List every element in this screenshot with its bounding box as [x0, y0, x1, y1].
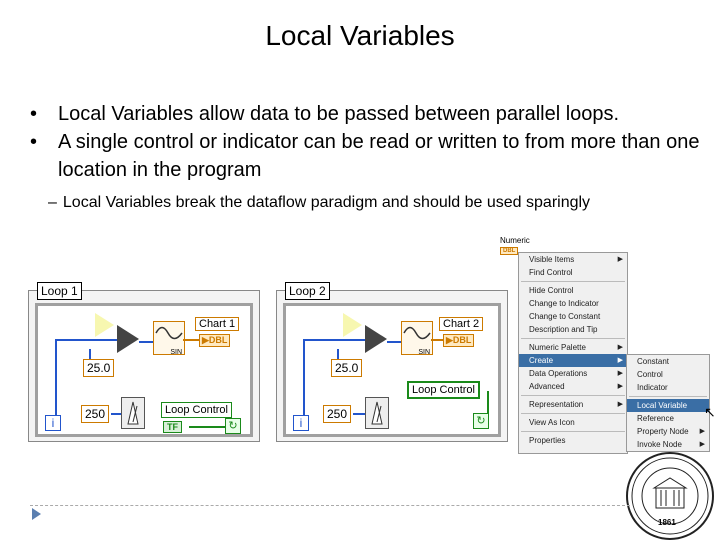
menu-item-description[interactable]: Description and Tip — [529, 325, 598, 334]
wait-constant: 250 — [323, 405, 352, 423]
chart-2-terminal: ▶DBL — [443, 334, 475, 347]
bullet-item: Local Variables allow data to be passed … — [30, 100, 700, 128]
numeric-constant: 25.0 — [331, 359, 363, 377]
sine-wave-icon — [403, 326, 431, 340]
menu-item-change-to-constant[interactable]: Change to Constant — [529, 312, 601, 321]
divide-node — [343, 313, 387, 353]
next-slide-arrow-icon[interactable] — [32, 508, 41, 520]
wire — [487, 391, 489, 421]
block-diagram-2: Loop 2 SIN Chart 2 ▶DBL 25.0 i 250 Loop … — [276, 282, 508, 442]
submenu-item-indicator[interactable]: Indicator — [637, 383, 668, 392]
menu-item-visible-items[interactable]: Visible Items▶ — [529, 255, 623, 264]
menu-item-hide-control[interactable]: Hide Control — [529, 286, 574, 295]
mouse-cursor-icon: ↖ — [704, 404, 716, 420]
dbl-type: DBL — [208, 335, 228, 345]
chart-2-label: Chart 2 — [439, 317, 484, 331]
loop-control-local-variable: Loop Control — [407, 381, 480, 399]
wire — [337, 349, 339, 367]
wire — [303, 339, 373, 341]
seal-icon — [631, 457, 709, 535]
menu-item-representation[interactable]: Representation▶ — [529, 400, 623, 409]
submenu-item-reference[interactable]: Reference — [637, 414, 674, 423]
chart-1-label: Chart 1 — [195, 317, 240, 331]
menu-item-change-to-indicator[interactable]: Change to Indicator — [529, 299, 599, 308]
numeric-terminal-type: DBL — [500, 247, 519, 255]
sub-bullet-dash: – — [48, 194, 57, 211]
menu-item-advanced[interactable]: Advanced▶ — [529, 382, 623, 391]
footer-divider — [30, 505, 630, 507]
sub-bullet-text: Local Variables break the dataflow parad… — [62, 194, 591, 211]
wire — [55, 339, 125, 341]
loop-control-label: Loop Control — [161, 402, 232, 418]
submenu-item-constant[interactable]: Constant — [637, 357, 670, 366]
block-diagram-1: Loop 1 SIN Chart 1 ▶DBL 25.0 i 250 Loop … — [28, 282, 260, 442]
submenu-item-control[interactable]: Control — [637, 370, 663, 379]
context-menu: Visible Items▶ Find Control Hide Control… — [518, 252, 628, 454]
wire — [303, 339, 305, 419]
wire — [431, 339, 443, 341]
sin-label: SIN — [170, 349, 182, 356]
wait-constant: 250 — [81, 405, 110, 423]
submenu-item-local-variable[interactable]: Local Variable — [627, 399, 709, 412]
chart-1-terminal: ▶DBL — [199, 334, 231, 347]
sine-wave-icon — [155, 326, 183, 340]
menu-item-numeric-palette[interactable]: Numeric Palette▶ — [529, 343, 623, 352]
wire — [55, 339, 57, 419]
bullet-item: A single control or indicator can be rea… — [30, 128, 700, 184]
metronome-icon — [365, 397, 389, 429]
wire — [89, 349, 91, 367]
wire — [353, 413, 365, 415]
numeric-terminal-label: Numeric — [500, 236, 530, 245]
iteration-terminal: i — [293, 415, 309, 431]
dbl-type: DBL — [452, 335, 472, 345]
metronome-icon — [121, 397, 145, 429]
numeric-terminal: Numeric DBL — [500, 236, 530, 255]
submenu-item-invoke-node[interactable]: Invoke Node▶ — [637, 440, 705, 449]
create-submenu: Constant Control Indicator Local Variabl… — [626, 354, 710, 452]
wire — [189, 426, 225, 428]
loop-1-label: Loop 1 — [37, 282, 82, 300]
bullet-list: Local Variables allow data to be passed … — [30, 100, 700, 216]
wire — [387, 341, 401, 343]
slide-title: Local Variables — [265, 20, 455, 51]
loop-2-label: Loop 2 — [285, 282, 330, 300]
sine-generator: SIN — [401, 321, 433, 356]
wire — [183, 339, 199, 341]
university-seal: 1861 — [626, 452, 714, 540]
iteration-terminal: i — [45, 415, 61, 431]
submenu-item-property-node[interactable]: Property Node▶ — [637, 427, 705, 436]
menu-item-view-as-icon[interactable]: View As Icon — [529, 418, 575, 427]
wire — [139, 341, 153, 343]
menu-item-data-operations[interactable]: Data Operations▶ — [529, 369, 623, 378]
loop-condition-icon: ↻ — [225, 418, 241, 434]
menu-item-find-control[interactable]: Find Control — [529, 268, 573, 277]
menu-item-properties[interactable]: Properties — [529, 436, 566, 445]
menu-item-create[interactable]: Create▶ — [519, 354, 627, 367]
numeric-constant: 25.0 — [83, 359, 115, 377]
loop-control-terminal: TF — [163, 421, 182, 433]
seal-year: 1861 — [658, 518, 676, 527]
wire — [111, 413, 121, 415]
sine-generator: SIN — [153, 321, 185, 356]
sub-bullet: –Local Variables break the dataflow para… — [30, 190, 700, 216]
sin-label: SIN — [418, 349, 430, 356]
divide-node — [95, 313, 139, 353]
loop-condition-icon: ↻ — [473, 413, 489, 429]
